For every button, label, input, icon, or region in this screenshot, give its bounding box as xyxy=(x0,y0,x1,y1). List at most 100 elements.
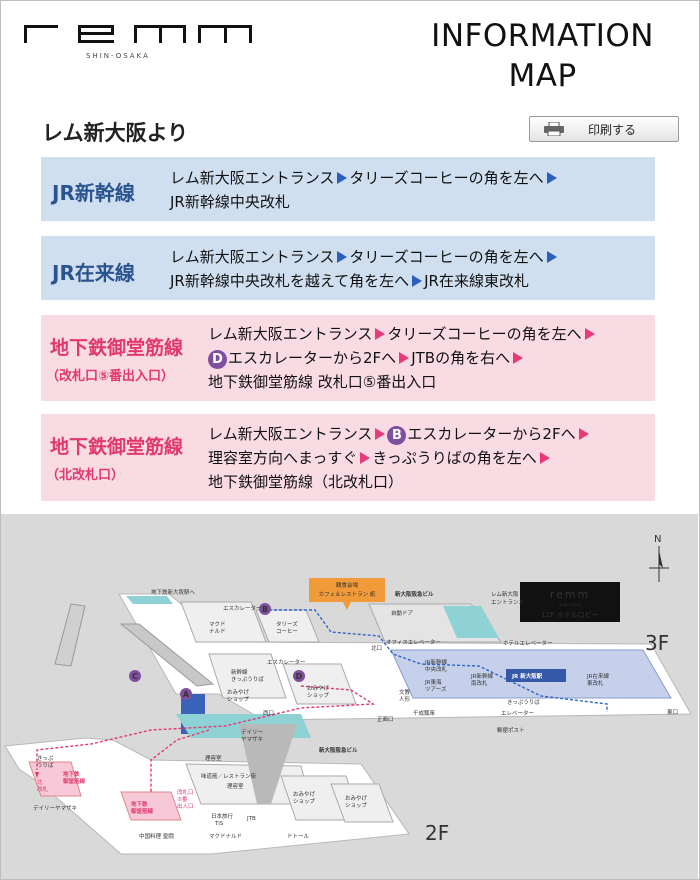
printer-icon xyxy=(544,122,564,136)
route-midosuji-gate5: 地下鉄御堂筋線 （改札口⑤番出入口） レム新大阪エントランスタリーズコーヒーの角… xyxy=(41,315,655,401)
svg-text:C: C xyxy=(132,672,138,681)
svg-text:自動ドア: 自動ドア xyxy=(391,609,414,617)
escalator-d-badge: D xyxy=(208,350,227,369)
escalator-b-badge-map: B xyxy=(259,603,271,615)
arrow-right-icon xyxy=(375,428,386,440)
svg-text:千成瓢箪: 千成瓢箪 xyxy=(413,709,436,717)
arrow-right-icon xyxy=(513,352,524,364)
logo-subtitle: SHIN-OSAKA xyxy=(86,52,150,60)
floor-label-2f: 2F xyxy=(425,821,449,845)
svg-text:理容室: 理容室 xyxy=(205,754,222,762)
svg-text:エントランス: エントランス xyxy=(491,599,524,606)
svg-text:TiS: TiS xyxy=(214,821,224,827)
route-directions: レム新大阪エントランスタリーズコーヒーの角を左へ JR新幹線中央改札を越えて角を… xyxy=(170,245,559,293)
route-subtitle: （改札口⑤番出入口） xyxy=(46,369,175,384)
svg-text:新大阪阪急ビル: 新大阪阪急ビル xyxy=(395,590,434,598)
arrow-right-icon xyxy=(360,452,371,464)
arrow-right-icon xyxy=(337,251,348,263)
svg-text:御堂筋線: 御堂筋線 xyxy=(62,777,86,785)
block-mcdonalds xyxy=(180,601,267,643)
route-subway-path xyxy=(36,685,376,770)
svg-text:ナルド: ナルド xyxy=(209,628,226,635)
arrow-right-icon xyxy=(546,251,557,263)
svg-text:JR新幹線: JR新幹線 xyxy=(470,672,493,680)
lobby-logo-sub: SHIN-OSAKA xyxy=(559,603,582,607)
station-floor-map: 観食会場 カフェ＆レストラン 紙 remm SHIN-OSAKA 12F ホテル… xyxy=(1,514,698,879)
svg-text:中央改札: 中央改札 xyxy=(425,665,448,673)
compass-icon xyxy=(649,546,669,582)
svg-text:マクド: マクド xyxy=(209,621,226,628)
svg-text:人形: 人形 xyxy=(399,695,411,703)
svg-text:おみやげ: おみやげ xyxy=(345,794,368,802)
svg-text:新大阪阪急ビル: 新大阪阪急ビル xyxy=(319,746,358,754)
svg-text:改札: 改札 xyxy=(37,785,49,793)
svg-text:ショップ: ショップ xyxy=(307,692,330,699)
escalator-a-badge: A xyxy=(180,688,192,700)
svg-text:北: 北 xyxy=(37,778,43,786)
svg-text:JR東海: JR東海 xyxy=(424,678,442,686)
title-line-2: MAP xyxy=(508,58,577,94)
route-subtitle: （北改札口） xyxy=(46,468,125,483)
print-button[interactable]: 印刷する xyxy=(529,116,679,142)
svg-text:御堂筋線: 御堂筋線 xyxy=(130,807,154,815)
arrow-right-icon xyxy=(539,452,550,464)
arrow-right-icon xyxy=(399,352,410,364)
arrow-right-icon xyxy=(578,428,589,440)
svg-text:文教: 文教 xyxy=(399,688,411,696)
svg-text:ホテルエレベーター: ホテルエレベーター xyxy=(503,639,553,647)
svg-text:きっぷうりば: きっぷうりば xyxy=(507,698,540,706)
svg-text:コーヒー: コーヒー xyxy=(276,628,298,635)
svg-text:レム新大阪: レム新大阪 xyxy=(491,590,519,598)
svg-text:新幹線: 新幹線 xyxy=(231,668,248,676)
arrow-right-icon xyxy=(546,172,557,184)
cafe-pointer xyxy=(343,602,351,610)
svg-text:南改札: 南改札 xyxy=(471,679,488,687)
subway-gate-2f xyxy=(120,791,182,821)
svg-text:JTB: JTB xyxy=(246,816,256,822)
route-jr-shinkansen: JR新幹線 レム新大阪エントランスタリーズコーヒーの角を左へ JR新幹線中央改札 xyxy=(41,157,655,221)
arrow-right-icon xyxy=(337,172,348,184)
svg-text:マクドナルド: マクドナルド xyxy=(209,833,242,840)
route-name: JR在来線 xyxy=(52,261,135,285)
svg-text:ショップ: ショップ xyxy=(293,798,316,805)
route-name: JR新幹線 xyxy=(52,181,135,205)
svg-text:おみやげ: おみやげ xyxy=(227,688,250,696)
escalator-c-badge: C xyxy=(129,670,141,682)
svg-text:エレベーター: エレベーター xyxy=(501,709,534,717)
svg-text:B: B xyxy=(262,605,268,614)
block-shinkansen-kippu xyxy=(208,653,287,699)
route-subway-path-2 xyxy=(150,729,210,792)
route-name: 地下鉄御堂筋線 xyxy=(50,337,184,359)
arrow-right-icon xyxy=(412,275,423,287)
page-title: INFORMATION MAP xyxy=(431,16,654,96)
svg-text:おみやげ: おみやげ xyxy=(293,790,316,798)
svg-text:中国料理 皇闘: 中国料理 皇闘 xyxy=(139,832,174,840)
svg-text:郵便ポスト: 郵便ポスト xyxy=(497,726,525,734)
svg-text:うりば: うりば xyxy=(37,761,54,769)
from-heading: レム新大阪より xyxy=(42,121,189,145)
svg-text:出入口: 出入口 xyxy=(177,802,194,810)
teal-strip xyxy=(126,596,173,604)
svg-text:改札口: 改札口 xyxy=(177,788,194,796)
cafe-label-box xyxy=(309,578,385,602)
svg-text:JR新幹線: JR新幹線 xyxy=(424,658,447,666)
map-labels: 地下鉄新大阪駅へ エスカレーター 新大阪阪急ビル レム新大阪 エントランス 自動… xyxy=(33,588,678,840)
svg-text:A: A xyxy=(183,690,190,699)
svg-text:西口: 西口 xyxy=(263,710,274,717)
escalator-b-badge: B xyxy=(387,426,407,445)
cafe-label-2: カフェ＆レストラン 紙 xyxy=(319,590,376,598)
svg-text:地下鉄: 地下鉄 xyxy=(63,770,80,778)
jr-station-badge xyxy=(506,669,566,682)
escalator-c-ramp xyxy=(119,623,215,687)
svg-text:⑤番: ⑤番 xyxy=(177,796,188,803)
print-button-label: 印刷する xyxy=(588,123,637,137)
arrow-right-icon xyxy=(584,328,595,340)
svg-text:きっぷ: きっぷ xyxy=(37,755,54,762)
svg-text:おみやげ: おみやげ xyxy=(307,684,330,692)
svg-text:地下鉄新大阪駅へ: 地下鉄新大阪駅へ xyxy=(151,588,196,596)
svg-text:エスカレーター: エスカレーター xyxy=(223,604,262,612)
title-line-1: INFORMATION xyxy=(431,18,654,54)
svg-text:JR 新大阪駅: JR 新大阪駅 xyxy=(511,672,543,680)
